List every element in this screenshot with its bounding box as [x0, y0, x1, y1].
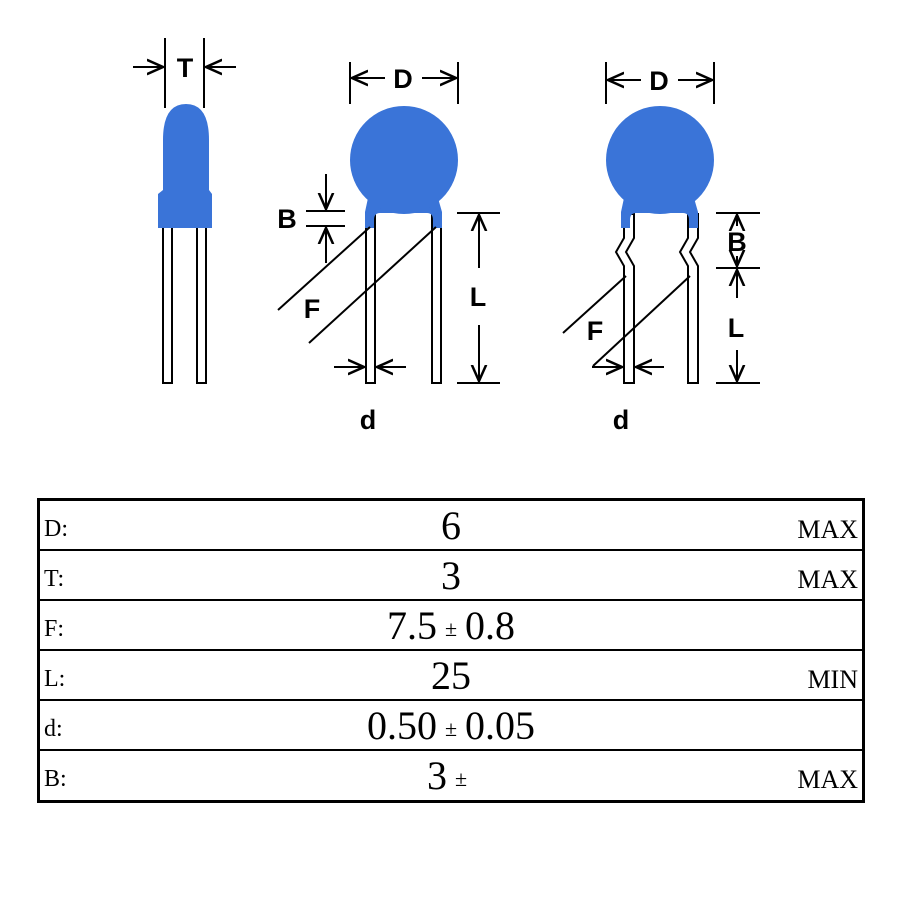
limit-label: MAX — [797, 765, 858, 794]
plus-minus-sign: ± — [454, 766, 468, 791]
front2-lead-right — [678, 213, 699, 384]
front2-lead-left — [614, 213, 635, 384]
nominal-value: 3 — [441, 553, 461, 598]
limit-label: MAX — [797, 515, 858, 544]
param-label: T: — [44, 566, 65, 592]
front1-lead-right — [431, 213, 442, 384]
table-row: F: 7.5 ±0.8 — [40, 601, 862, 651]
nominal-value: 6 — [441, 503, 461, 548]
label-L-front1: L — [470, 282, 487, 312]
table-row: B: 3± MAX — [40, 751, 862, 800]
front2-f-line-1 — [562, 275, 627, 334]
front-view-straight: D B F L d — [277, 62, 500, 435]
plus-minus-sign: ± — [444, 616, 458, 641]
side-body — [158, 104, 212, 228]
side-lead-right — [196, 225, 207, 384]
label-T: T — [177, 53, 194, 83]
label-B-front2: B — [727, 227, 747, 257]
limit-label: MAX — [797, 565, 858, 594]
label-F-front1: F — [304, 294, 321, 324]
nominal-value: 7.5 — [386, 603, 437, 648]
side-view: T — [133, 38, 236, 384]
param-value: 3± — [40, 753, 862, 802]
tolerance-value: 0.8 — [465, 603, 516, 648]
table-row: T: 3 MAX — [40, 551, 862, 601]
param-value: 3 — [40, 553, 862, 599]
param-label: L: — [44, 666, 66, 692]
front2-body-disc — [606, 106, 714, 214]
limit-label: MIN — [807, 665, 858, 694]
plus-minus-sign: ± — [444, 716, 458, 741]
table-row: d: 0.50 ±0.05 — [40, 701, 862, 751]
label-D-front1: D — [393, 64, 413, 94]
label-D-front2: D — [649, 66, 669, 96]
table-row: D: 6 MAX — [40, 501, 862, 551]
front2-f-line-2 — [592, 275, 691, 367]
label-d-front1: d — [360, 405, 377, 435]
label-L-front2: L — [728, 313, 745, 343]
param-value: 0.50 ±0.05 — [40, 703, 862, 752]
param-label: D: — [44, 516, 68, 542]
side-lead-left — [162, 225, 173, 384]
front1-f-line-1 — [277, 226, 371, 311]
label-B-front1: B — [277, 204, 297, 234]
label-F-front2: F — [587, 316, 604, 346]
front1-body-disc — [350, 106, 458, 214]
dimension-table: D: 6 MAX T: 3 MAX F: 7.5 ±0.8 L: 25 MIN d… — [37, 498, 865, 803]
front1-f-line-2 — [308, 226, 437, 344]
nominal-value: 0.50 — [366, 703, 437, 748]
param-value: 25 — [40, 653, 862, 699]
nominal-value: 25 — [431, 653, 471, 698]
tolerance-value: 0.05 — [465, 703, 536, 748]
param-label: B: — [44, 766, 67, 792]
label-d-front2: d — [613, 405, 630, 435]
front1-lead-left — [365, 213, 376, 384]
param-value: 6 — [40, 503, 862, 549]
capacitor-dimension-diagram: T D B F L d — [133, 38, 760, 435]
front-view-kinked: D B L F d — [562, 62, 760, 435]
table-row: L: 25 MIN — [40, 651, 862, 701]
param-label: d: — [44, 716, 63, 742]
param-label: F: — [44, 616, 65, 642]
param-value: 7.5 ±0.8 — [40, 603, 862, 652]
nominal-value: 3 — [426, 753, 447, 798]
